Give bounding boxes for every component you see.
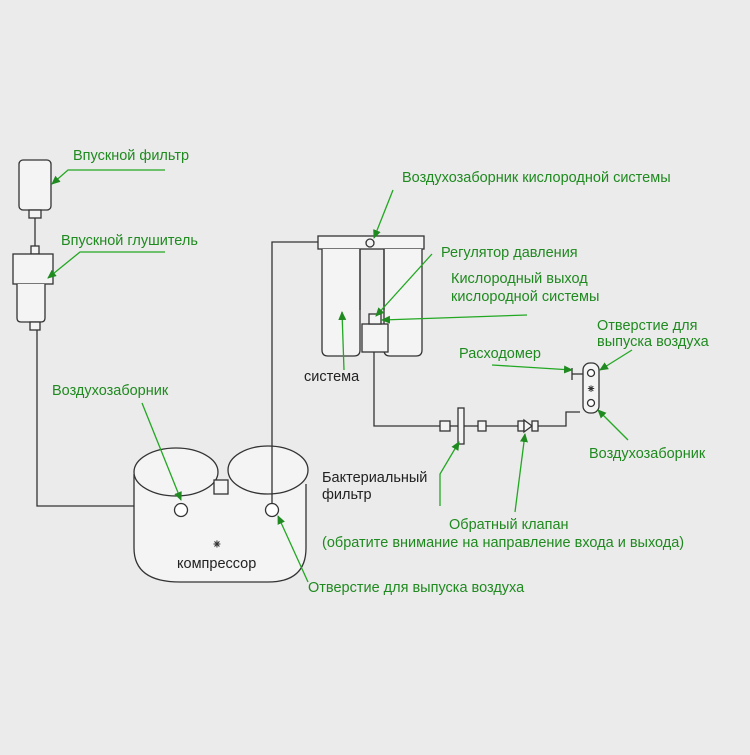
leader-system — [338, 311, 347, 371]
label-bacterial-filter-line1: Бактериальный — [322, 470, 428, 486]
leader-bacterial-filter — [439, 441, 460, 506]
label-pressure-regulator: Регулятор давления — [441, 245, 578, 261]
flowmeter-device: ⁕ — [571, 362, 600, 414]
leader-air-outlet-bottom — [277, 515, 309, 583]
label-system: система — [304, 369, 360, 385]
label-air-outlet-right-line2: выпуска воздуха — [597, 334, 709, 350]
leader-lines — [47, 169, 633, 583]
leader-air-intake-left — [141, 402, 182, 501]
leader-oxygen-intake — [373, 189, 394, 239]
label-intake-filter: Впускной фильтр — [73, 148, 190, 164]
intake-muffler-device — [12, 245, 54, 331]
label-flowmeter: Расходомер — [459, 346, 541, 362]
label-bacterial-filter-line2: фильтр — [322, 487, 372, 503]
label-air-outlet-right-line1: Отверстие для — [597, 318, 698, 334]
leader-intake-filter — [51, 169, 165, 185]
label-air-outlet-bottom: Отверстие для выпуска воздуха — [308, 580, 525, 596]
leader-air-intake-right — [597, 409, 629, 441]
flowmeter-star-icon: ⁕ — [586, 382, 596, 396]
compressor-star-icon: ⁕ — [212, 537, 223, 552]
oxygen-tube-1 — [373, 352, 448, 427]
label-check-valve-line1: Обратный клапан — [449, 517, 569, 533]
oxygen-tube-3 — [538, 411, 580, 427]
oxygen-system-device — [317, 235, 425, 357]
check-valve-device — [517, 418, 539, 434]
label-oxygen-system-intake: Воздухозаборник кислородной системы — [402, 170, 671, 186]
label-air-intake-right: Воздухозаборник — [589, 446, 706, 462]
bacterial-filter-device — [439, 407, 487, 445]
supply-tube — [271, 241, 320, 504]
compressor-device: ⁕ — [133, 445, 309, 583]
leader-intake-muffler — [47, 251, 165, 279]
intake-filter-device — [18, 159, 52, 246]
leader-oxygen-outlet — [381, 314, 528, 324]
leader-air-outlet-right — [599, 349, 633, 371]
label-compressor: компрессор — [177, 556, 257, 572]
label-check-valve-line2: (обратите внимание на направление входа … — [322, 535, 685, 551]
label-oxygen-outlet-line2: кислородной системы — [451, 289, 600, 305]
equipment: ⁕ — [12, 159, 600, 583]
label-oxygen-outlet-line1: Кислородный выход — [451, 271, 588, 287]
leader-flowmeter — [491, 364, 573, 374]
label-intake-muffler: Впускной глушитель — [61, 233, 198, 249]
label-air-intake-left: Воздухозаборник — [52, 383, 169, 399]
leader-pressure-regulator — [375, 253, 433, 317]
intake-tube — [36, 330, 181, 507]
leader-check-valve — [514, 433, 528, 513]
